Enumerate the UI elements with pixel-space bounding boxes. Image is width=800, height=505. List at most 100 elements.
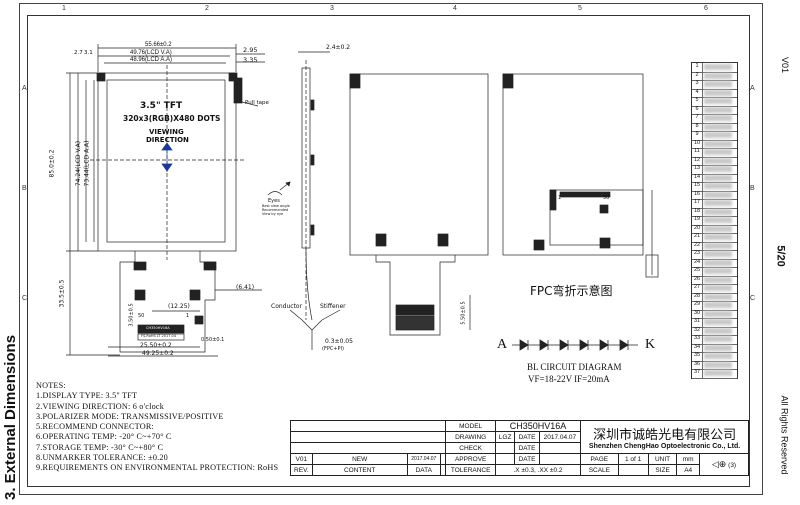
dim-fpc-pitch: 0.50±0.1 xyxy=(201,337,225,343)
dim-height-va: 74.24(LCD V.A) xyxy=(75,140,83,187)
bl-title: BL CIRCUIT DIAGRAM xyxy=(527,362,622,372)
pin-row: 16 xyxy=(692,190,737,200)
pin-row: 9 xyxy=(692,131,737,141)
approve-label: APPROVE xyxy=(445,453,496,465)
pin-number: 25 xyxy=(692,267,703,276)
pin-number: 28 xyxy=(692,292,703,301)
panel-size-label: 3.5" TFT xyxy=(140,101,183,111)
data-label: DATA xyxy=(406,464,441,476)
notes-block: NOTES: 1.DISPLAY TYPE: 3.5" TFT 2.VIEWIN… xyxy=(36,381,278,474)
rev-date: 2017.04.07 xyxy=(406,453,441,465)
grid-col-5: 5 xyxy=(578,5,582,12)
dim-fpc-offset: (6.41) xyxy=(236,284,255,291)
pin-description-redacted xyxy=(704,140,732,147)
dim-fpc-w1: 25.50±0.2 xyxy=(140,342,172,349)
grid-col-6: 6 xyxy=(704,5,708,12)
pin-description-redacted xyxy=(704,115,732,121)
note-item: 1.DISPLAY TYPE: 3.5" TFT xyxy=(36,391,138,401)
pin-row: 20 xyxy=(692,224,737,234)
pin-row: 21 xyxy=(692,233,737,243)
pin-number: 13 xyxy=(692,165,703,174)
dim-width-total: 55.66±0.2 xyxy=(145,42,172,48)
pin-number: 14 xyxy=(692,173,703,182)
pin-row: 25 xyxy=(692,267,737,277)
pin-number: 16 xyxy=(692,190,703,199)
note-item: 9.REQUIREMENTS ON ENVIRONMENTAL PROTECTI… xyxy=(36,463,279,473)
pin-row: 29 xyxy=(692,301,737,311)
pin-description-redacted xyxy=(704,149,732,155)
pin-row: 33 xyxy=(692,335,737,345)
note-item: 2.VIEWING DIRECTION: 6 o'clock xyxy=(36,401,164,411)
pin-row: 26 xyxy=(692,275,737,285)
pin-description-redacted xyxy=(704,242,732,249)
bl-spec: VF=18-22V IF=20mA xyxy=(528,374,610,384)
pin-row: 17 xyxy=(692,199,737,209)
pin-row: 37 xyxy=(692,369,737,379)
note-item: 6.OPERATING TEMP: -20° C~+70° C xyxy=(36,432,172,442)
page-label: PAGE xyxy=(580,453,619,465)
pin-description-redacted xyxy=(704,268,732,274)
dim-height-total: 85.0±0.2 xyxy=(48,149,56,178)
pin-row: 32 xyxy=(692,326,737,336)
pin-number: 22 xyxy=(692,241,703,250)
pin-number: 18 xyxy=(692,207,703,216)
drawing-frame xyxy=(27,15,750,487)
pin-description-redacted xyxy=(704,166,732,172)
pin-number: 23 xyxy=(692,250,703,259)
pin-row: 2 xyxy=(692,71,737,81)
pin-description-redacted xyxy=(704,370,732,376)
grid-col-3: 3 xyxy=(330,5,334,12)
pin-row: 28 xyxy=(692,292,737,302)
bend-fpc-height: 5.50±0.5 xyxy=(460,301,467,325)
pin-number: 5 xyxy=(692,97,703,106)
pin-description-redacted xyxy=(704,81,732,87)
dim-top-a: 2.7 xyxy=(74,50,83,56)
note-item: 5.RECOMMEND CONNECTOR: xyxy=(36,422,154,432)
pin-description-redacted xyxy=(704,302,732,308)
pin-number: 9 xyxy=(692,131,703,140)
dim-top-b: 3.1 xyxy=(84,50,93,56)
pin-description-redacted xyxy=(704,319,732,325)
pin-description-redacted xyxy=(704,208,732,215)
pin-description-redacted xyxy=(704,259,732,266)
dim-fpc-length: 33.5±0.5 xyxy=(58,279,66,308)
dim-fpc-thickness: 0.3±0.05 xyxy=(325,338,353,345)
dim-right-b: 3.35 xyxy=(243,56,258,64)
pin-number: 7 xyxy=(692,114,703,123)
pin-number: 37 xyxy=(692,369,703,378)
pin-description-redacted xyxy=(704,336,732,342)
pin-number: 30 xyxy=(692,309,703,318)
pin-row: 14 xyxy=(692,173,737,183)
pin-number: 4 xyxy=(692,88,703,97)
fpc-print-model: CH350HV16A xyxy=(146,326,170,330)
pull-tape-label: Pull tape xyxy=(245,100,269,106)
unit-value: mm xyxy=(676,453,700,465)
tolerance-label: TOLERANCE xyxy=(445,464,496,476)
scale-label: SCALE xyxy=(580,464,619,476)
pin-number: 33 xyxy=(692,335,703,344)
pin-number: 29 xyxy=(692,301,703,310)
pin-row: 10 xyxy=(692,139,737,149)
drawing-label: DRAWING xyxy=(445,431,496,443)
pin-row: 35 xyxy=(692,352,737,362)
pin-description-redacted xyxy=(704,225,732,232)
pin-description-redacted xyxy=(704,200,732,206)
company-en: Shenzhen ChengHao Optoelectronic Co., Lt… xyxy=(588,443,741,450)
pin-description-redacted xyxy=(704,72,732,79)
pin-description-redacted xyxy=(704,251,732,257)
eyes-note-3: View by eye xyxy=(262,212,284,216)
pin-row: 30 xyxy=(692,309,737,319)
pin-number: 19 xyxy=(692,216,703,225)
panel-resolution-label: 320x3(RGB)X480 DOTS xyxy=(123,114,221,123)
pin-description-redacted xyxy=(704,191,732,198)
dim-fpc-w2: 49.25±0.2 xyxy=(142,350,174,357)
pin-row: 19 xyxy=(692,216,737,226)
pin-description-redacted xyxy=(704,285,732,291)
pin-description-redacted xyxy=(704,183,732,189)
dim-width-va: 49.76(LCD V.A) xyxy=(130,50,172,56)
pin-description-redacted xyxy=(704,132,732,138)
pin-row: 7 xyxy=(692,114,737,124)
new-label: NEW xyxy=(311,453,408,465)
size-value: A4 xyxy=(676,464,700,476)
pin-row: 4 xyxy=(692,88,737,98)
